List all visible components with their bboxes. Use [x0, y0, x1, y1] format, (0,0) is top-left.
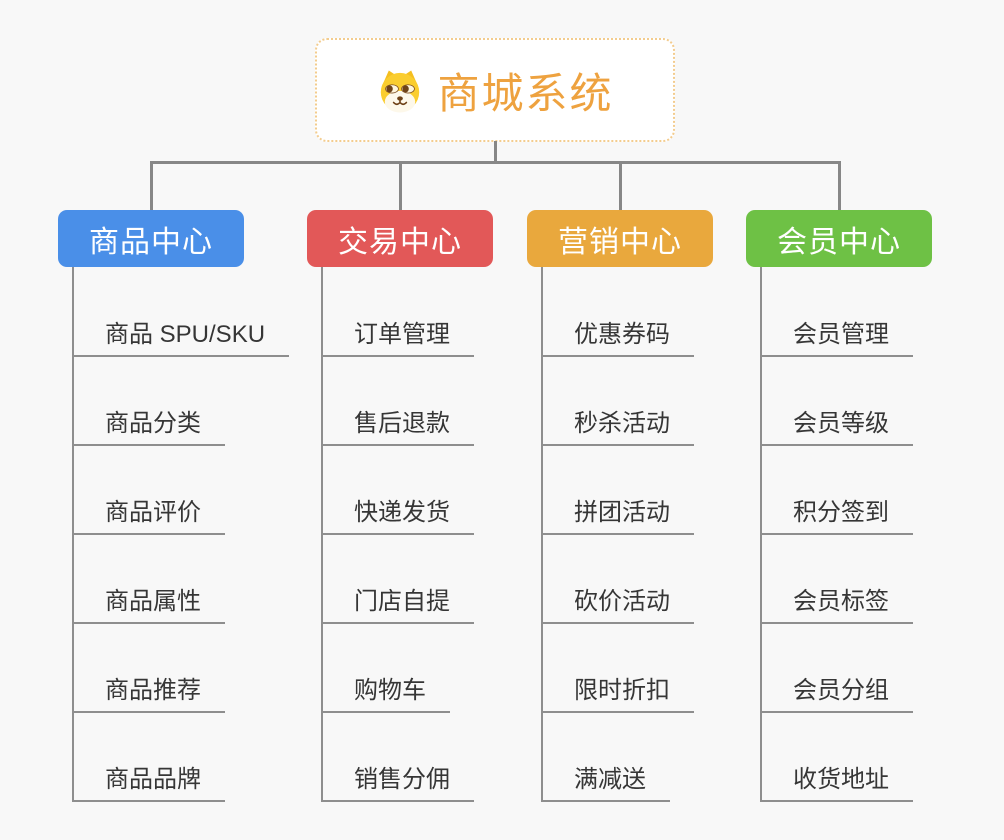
branch-marketing-center: 营销中心 优惠券码 秒杀活动 拼团活动 砍价活动 限时折扣 满减送	[527, 210, 777, 810]
branch-header-marketing-center[interactable]: 营销中心	[527, 210, 713, 267]
branch-header-product-center[interactable]: 商品中心	[58, 210, 244, 267]
branch-member-center: 会员中心 会员管理 会员等级 积分签到 会员标签 会员分组 收货地址	[746, 210, 996, 810]
root-topic-label: 商城系统	[437, 69, 614, 117]
subtopic-product-attribute[interactable]: 商品属性	[72, 587, 225, 624]
subtopic-flash-sale[interactable]: 秒杀活动	[541, 409, 694, 446]
subtopic-aftersale-refund[interactable]: 售后退款	[321, 409, 474, 446]
connector-drop-trade	[399, 162, 402, 210]
subtopic-points-checkin[interactable]: 积分签到	[760, 498, 913, 535]
subtopic-product-spu-sku[interactable]: 商品 SPU/SKU	[72, 320, 290, 357]
branch-header-member-center[interactable]: 会员中心	[746, 210, 932, 267]
root-topic[interactable]: 商城系统	[315, 38, 675, 142]
subtopic-member-management[interactable]: 会员管理	[760, 320, 913, 357]
subtopic-limited-time-discount[interactable]: 限时折扣	[541, 676, 694, 713]
subtopic-member-level[interactable]: 会员等级	[760, 409, 913, 446]
subtopic-shipping-address[interactable]: 收货地址	[760, 765, 913, 802]
branch-header-trade-center[interactable]: 交易中心	[307, 210, 493, 267]
subtopic-product-category[interactable]: 商品分类	[72, 409, 225, 446]
subtopic-product-recommend[interactable]: 商品推荐	[72, 676, 225, 713]
subtopic-product-brand[interactable]: 商品品牌	[72, 765, 225, 802]
subtopic-coupon-code[interactable]: 优惠券码	[541, 320, 694, 357]
subtopic-spend-and-save[interactable]: 满减送	[541, 765, 670, 802]
connector-bus	[149, 161, 841, 164]
subtopic-order-management[interactable]: 订单管理	[321, 320, 474, 357]
connector-drop-member	[837, 162, 841, 210]
subtopic-product-review[interactable]: 商品评价	[72, 498, 225, 535]
subtopic-member-group[interactable]: 会员分组	[760, 676, 913, 713]
connector-drop-marketing	[618, 162, 622, 210]
subtopic-store-pickup[interactable]: 门店自提	[321, 587, 474, 624]
subtopic-shopping-cart[interactable]: 购物车	[321, 676, 450, 713]
connector-root-stub	[493, 141, 497, 162]
subtopic-group-buying[interactable]: 拼团活动	[541, 498, 694, 535]
subtopic-sales-commission[interactable]: 销售分佣	[321, 765, 474, 802]
shiba-dog-icon	[376, 68, 424, 113]
branch-product-center: 商品中心 商品 SPU/SKU 商品分类 商品评价 商品属性 商品推荐 商品品牌	[58, 210, 308, 810]
connector-drop-product	[149, 162, 153, 210]
subtopic-member-tag[interactable]: 会员标签	[760, 587, 913, 624]
branch-trade-center: 交易中心 订单管理 售后退款 快递发货 门店自提 购物车 销售分佣	[307, 210, 557, 810]
subtopic-express-delivery[interactable]: 快递发货	[321, 498, 474, 535]
subtopic-bargain-activity[interactable]: 砍价活动	[541, 587, 694, 624]
